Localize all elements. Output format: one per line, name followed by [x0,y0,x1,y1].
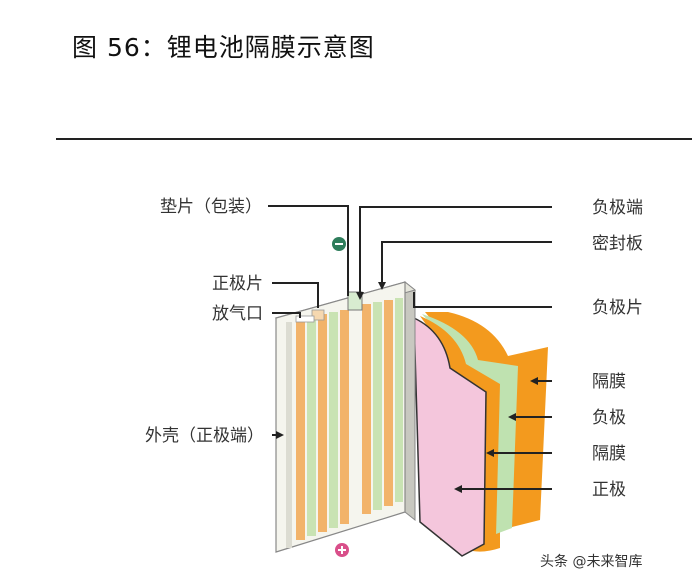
plus-terminal-icon [335,543,349,557]
watermark: 头条 @未来智库 [540,553,642,570]
shell-right-face [404,280,416,522]
figure-title: 图 56：锂电池隔膜示意图 [72,33,375,62]
label-separator-bottom: 隔膜 [592,444,626,464]
label-vent: 放气口 [212,304,263,324]
label-negative-terminal: 负极端 [592,198,643,218]
vent-port [295,315,315,323]
pad-leader-line [268,205,349,296]
label-separator-top: 隔膜 [592,372,626,392]
electrode-stripes [296,298,403,540]
label-positive-tab: 正极片 [212,274,263,294]
label-negative-tab: 负极片 [592,298,643,318]
positive-tab-leader-line [272,282,319,308]
negative-tab-leader-line [413,292,552,308]
label-pad: 垫片（包装） [160,197,262,217]
cathode-layer [413,316,487,557]
vent-leader-line [272,312,301,318]
label-seal-plate: 密封板 [592,234,643,254]
seal-plate-leader-line [378,241,552,290]
inner-shell-edge [286,322,292,548]
minus-terminal-icon [332,237,346,251]
label-cathode: 正极 [592,480,626,500]
label-anode: 负极 [592,408,626,428]
negative-terminal-leader-line [356,206,552,300]
title-divider [56,138,692,140]
label-shell: 外壳（正极端） [145,426,264,446]
positive-tab [311,309,325,321]
